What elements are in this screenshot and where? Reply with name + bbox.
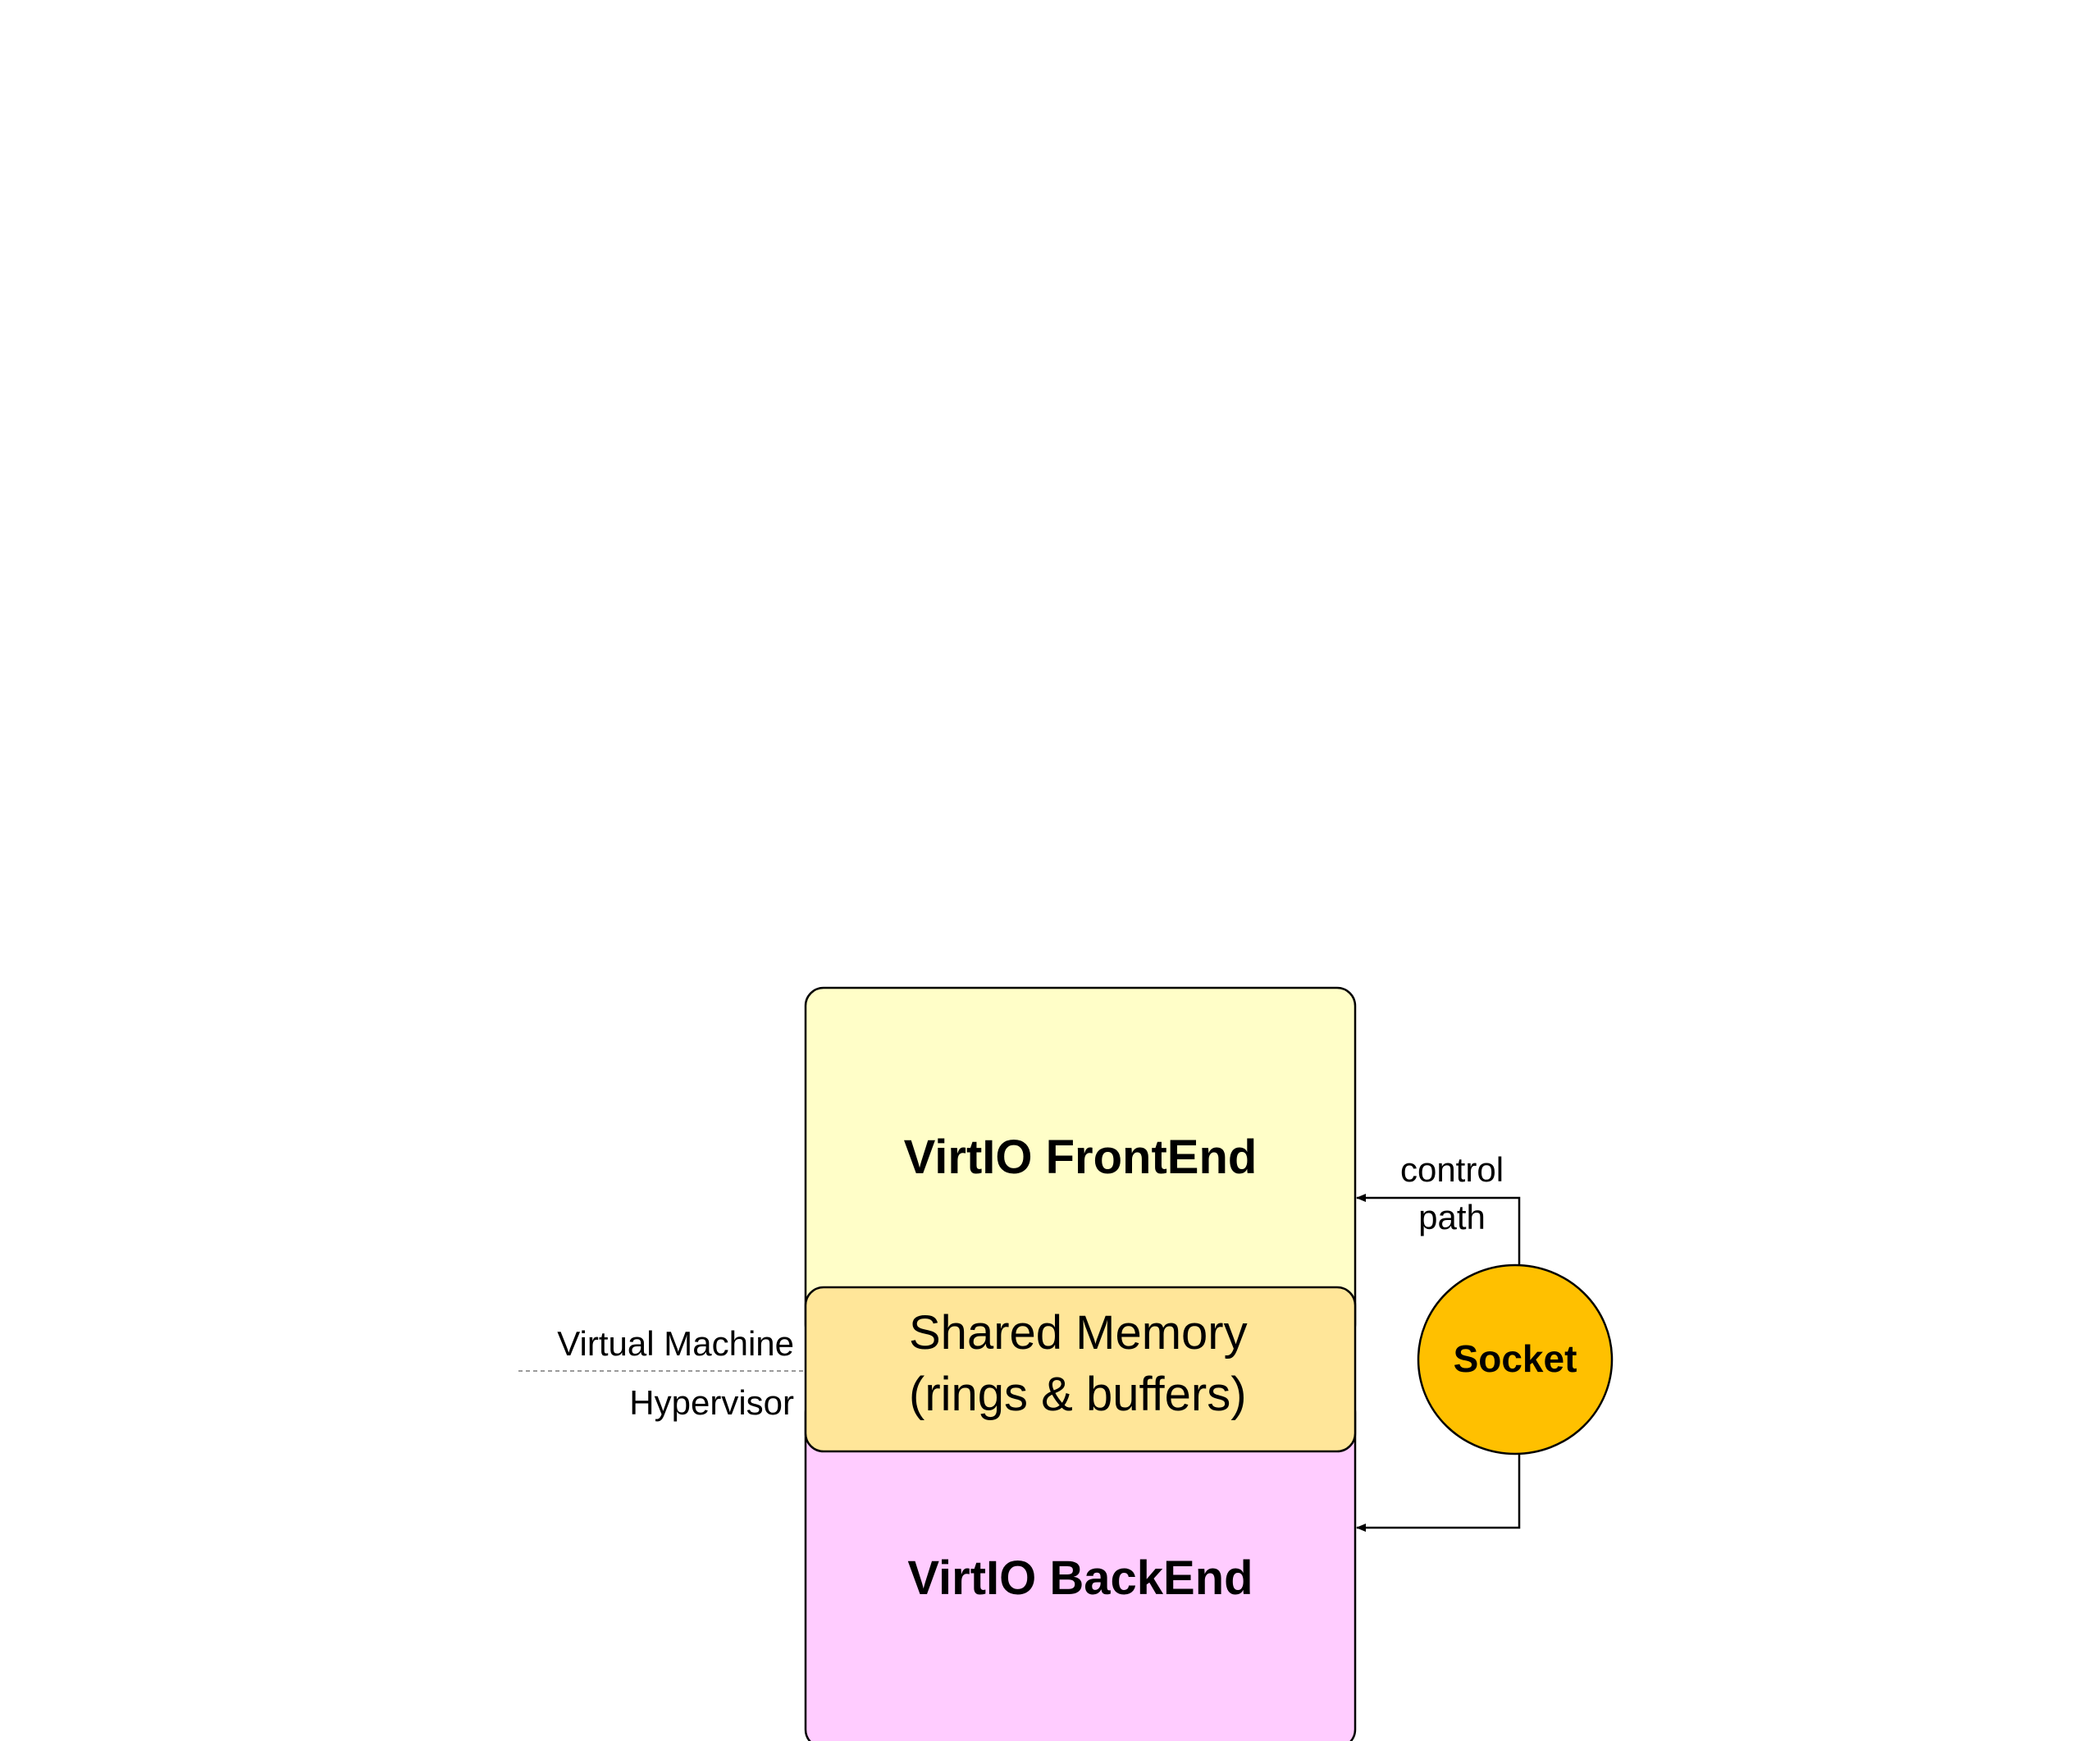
control-path-arrow-to-frontend (1356, 1194, 1521, 1265)
hypervisor-label: Hypervisor (629, 1383, 794, 1422)
frontend-label: VirtIO FrontEnd (904, 1131, 1258, 1184)
control-path-label-line1: control (1400, 1150, 1504, 1189)
shared-memory-box (804, 1286, 1357, 1453)
backend-label: VirtIO BackEnd (907, 1551, 1253, 1605)
socket-label: Socket (1454, 1337, 1577, 1380)
control-path-arrow-to-backend (1356, 1454, 1521, 1532)
control-path-label-line2: path (1418, 1198, 1486, 1236)
shared-memory-label-line2: (rings & buffers) (909, 1368, 1247, 1421)
socket-circle (1417, 1263, 1614, 1455)
shared-memory-label-line1: Shared Memory (909, 1306, 1248, 1359)
virtual-machine-label: Virtual Machine (557, 1324, 794, 1363)
